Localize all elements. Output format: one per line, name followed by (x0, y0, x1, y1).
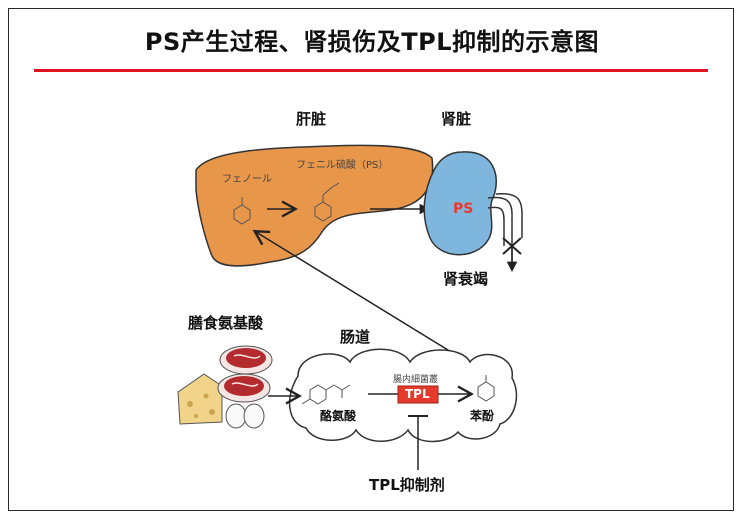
page-title: PS产生过程、肾损伤及TPL抑制的示意图 (144, 28, 600, 56)
gut-phenol-structure-icon (477, 375, 495, 402)
blocked-cross-icon (502, 237, 522, 255)
phenyl-sulfate-structure-icon (314, 182, 340, 222)
ureter-icon-right (495, 192, 523, 238)
ps-label: PS (453, 201, 474, 217)
phenol-label: 苯酚 (470, 409, 495, 423)
title-underline (34, 69, 708, 72)
tyrosine-structure-icon (301, 384, 351, 405)
phenol-structure-icon (233, 197, 251, 225)
meat-icon (217, 345, 273, 403)
tpl-inhibitor-label: TPL抑制剂 (369, 476, 445, 494)
tpl-enzyme-box (397, 385, 439, 404)
egg-icon (225, 403, 265, 429)
ureter-icon-outer (487, 206, 505, 246)
liver-label: 肝脏 (296, 110, 327, 128)
arrow-gut-to-liver (252, 229, 475, 367)
intestine-label: 肠道 (340, 328, 371, 346)
phenyl-sulfate-jp-label: フェニル硫酸（PS） (296, 160, 389, 171)
figure-frame (8, 8, 734, 511)
kidney-label: 肾脏 (441, 110, 472, 128)
tyrosine-label: 酪氨酸 (320, 409, 357, 423)
kidney-shape (423, 151, 497, 256)
gut-bacteria-label: 腸内細菌叢 (393, 375, 439, 385)
cheese-icon (177, 373, 223, 425)
renal-failure-label: 肾衰竭 (443, 270, 489, 288)
ureter-icon (487, 196, 513, 262)
dietary-amino-acid-label: 膳食氨基酸 (188, 314, 264, 332)
tpl-label: TPL (405, 387, 430, 401)
phenol-jp-label: フェノール (222, 174, 272, 185)
